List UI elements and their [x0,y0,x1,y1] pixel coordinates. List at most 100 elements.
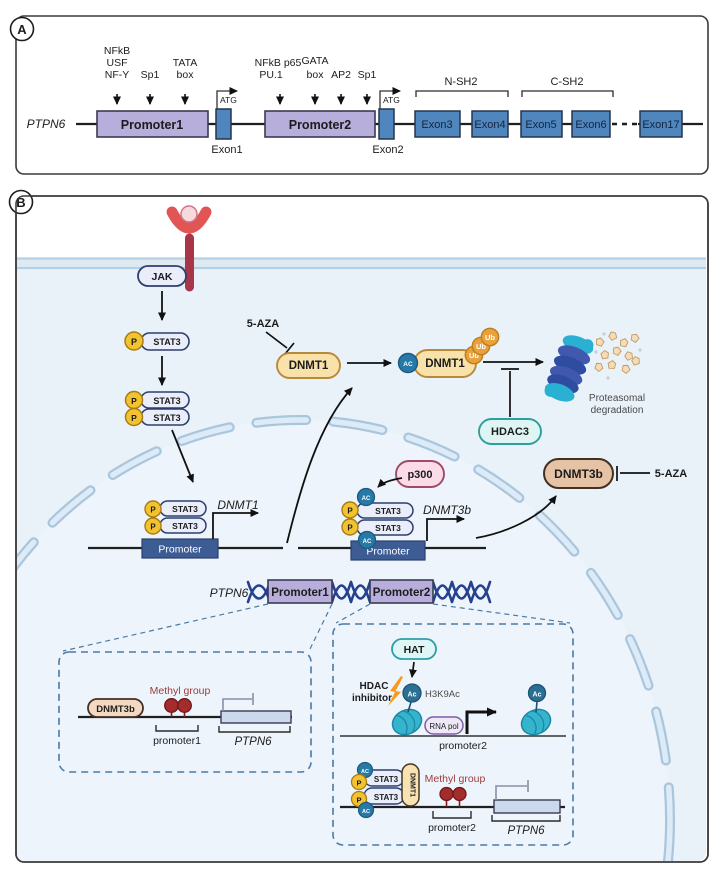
exon3-box [414,110,461,138]
tf-sp1-label: Sp1 [141,69,160,81]
inset-right: HAT HDAC inhibitor Ac H3K9Ac RNA pol pro… [332,623,574,846]
promoter1-tf-labels: NFkB USF NF-Y Sp1 TATA box [104,45,198,105]
acetyl-label: AC [403,361,413,368]
tf-tata-label: TATA [173,57,198,69]
ubiquitin-label: Ub [485,333,495,342]
aza-right-label: 5-AZA [655,468,687,480]
nuclear-envelope-inner [17,417,673,861]
exon4-box [471,110,509,138]
tf-gata-box-label: box [307,69,325,81]
dnmt3b-label: DNMT3b [96,704,135,715]
stat3-label: STAT3 [172,521,198,531]
ubiquitin-label: Ub [469,351,479,360]
exon1-box [215,108,232,140]
inset-right-border [332,623,574,846]
ptpn6-row-label: PTPN6 [210,586,249,600]
promoter2-inset-bottom-label: promoter2 [428,822,476,834]
panel-a-label: A [17,22,27,37]
methyl-group-label: Methyl group [150,685,211,697]
phospho-label: P [131,413,137,423]
ptpn6-dna-row: PTPN6 Promoter1 Promoter2 [210,579,492,604]
ptpn6-gene-box [493,799,561,814]
acetyl-circle [357,801,375,819]
inset-left: DNMT3b Methyl group promoter1 PTPN6 [58,651,312,773]
phospho-label: P [347,507,353,516]
h3k9ac-label: H3K9Ac [425,689,460,700]
promoter2-tf-labels: NFkB p65 PU.1 GATA box AP2 Sp1 [255,55,376,105]
dnmt1-label: DNMT1 [289,360,329,372]
hdac3-pill: HDAC3 [478,418,542,445]
stat3-dnmt1-inset-complex: STAT3 STAT3 AC P P AC DNMT1 [350,761,420,819]
receptor-cup [166,206,212,234]
hat-label: HAT [404,644,425,656]
ptpn6-bracket [491,815,561,822]
p-stat3-dimer: STAT3 STAT3 P P [124,390,190,427]
panel-a-label-circle [9,16,35,42]
tf-ap2-label: AP2 [331,69,351,81]
dnmt3b-inset-pill: DNMT3b [87,698,144,718]
hat-pill: HAT [391,638,437,660]
tf-gata-label: GATA [301,55,328,67]
ligand-ball [180,205,198,223]
hdac-inhibitor-label-2: inhibitor [352,693,392,704]
nucleosome-right [520,708,552,736]
proteasome [544,335,594,402]
acetyl-circle [527,683,547,703]
panel-a-border [15,15,709,175]
p300-label: p300 [407,469,432,481]
methyl-lollipops [164,698,192,717]
dnmt1-label: DNMT1 [425,358,465,370]
phospho-circle [124,331,144,351]
acetyl-label: Ac [408,692,417,699]
transcription-arrow [426,515,465,541]
hdac-inhibitor-label-1: HDAC [360,681,389,692]
blocked-transcription-arrow [222,693,254,711]
atg1-start-arrow: ATG [216,87,238,109]
ac-dnmt1-ub-complex: DNMT1 AC Ub Ub Ub [397,327,500,378]
ptpn6-inset-label: PTPN6 [234,736,272,748]
transcription-arrow [212,509,259,539]
promoter2-inset-label: promoter2 [439,740,487,752]
exon17-label: Exon17 [642,119,679,131]
rna-pol-label: RNA pol [429,722,459,731]
c-sh2-label: C-SH2 [550,76,583,88]
exon4-label: Exon4 [474,119,505,131]
active-transcription-arrow [465,707,497,734]
methyl-lollipops [439,786,467,807]
promoter-dark-box [141,538,219,559]
promoter2-row-box [369,579,434,604]
ubiquitin-label: Ub [476,342,486,351]
tf-nfy-label: NF-Y [105,69,130,81]
promoter1-inset-label: promoter1 [153,735,201,747]
promoter2-label: Promoter2 [289,118,352,132]
proteasomal-degradation-label-2: degradation [591,405,644,416]
atg2-start-arrow: ATG [379,87,401,109]
dnmt3b-promoter-complex: Promoter STAT3 STAT3 AC P P AC DNMT3b [298,487,486,561]
dnmt1-vertical-label: DNMT1 [409,773,416,797]
panel-b-border-top [15,195,709,863]
stat3-label: STAT3 [153,337,180,347]
rna-pol-pill: RNA pol [424,716,464,735]
stat3-label: STAT3 [375,506,401,516]
c-sh2-bracket: C-SH2 [521,76,614,97]
atg2-label: ATG [383,95,400,105]
gene-name-label: PTPN6 [27,117,66,131]
dnmt1-vertical-pill [401,763,420,807]
exon2-box [378,108,395,140]
acetyl-stick [407,701,412,713]
phospho-label: P [131,337,137,347]
promoter2-bracket [432,811,472,819]
tf-nfkb-label: NFkB [104,45,130,57]
acetyl-circle [356,487,376,507]
inset-connectors [62,603,571,652]
tf-usf-label: USF [107,57,128,69]
ubiquitin-circle [480,327,500,347]
exon6-box [571,110,611,138]
phospho-label: P [356,796,361,805]
proteasomal-degradation-label-1: Proteasomal [589,393,645,404]
panel-b: B JAK STAT3 P STAT3 STAT3 P P [8,189,709,863]
exon2-label: Exon2 [372,144,403,156]
phospho-circle [350,773,368,791]
acetyl-label: Ac [533,692,542,699]
